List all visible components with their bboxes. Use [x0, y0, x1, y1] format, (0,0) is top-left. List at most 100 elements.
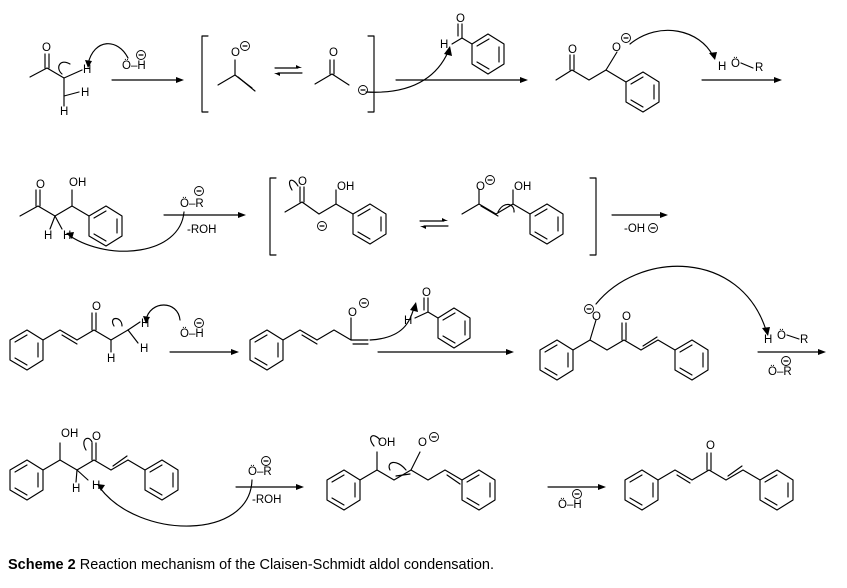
alkoxide-base-reagent-2: Ö–R	[768, 356, 792, 378]
atom-o: Ö	[777, 330, 786, 342]
atom-oh: OH	[514, 181, 531, 193]
alkoxide-base-reagent: Ö–R -ROH	[180, 186, 216, 236]
arrow-head-icon	[410, 302, 418, 312]
atom-o: O	[348, 307, 357, 319]
arrow-head-icon	[176, 77, 184, 83]
atom-o: O	[36, 179, 45, 191]
arrow-head-icon	[231, 349, 239, 355]
atom-o: O	[456, 13, 465, 25]
scheme-caption: Scheme 2 Reaction mechanism of the Clais…	[8, 557, 494, 573]
atom-h: H	[140, 343, 148, 355]
atom-h: H	[404, 315, 412, 327]
curved-arrow-icon	[629, 29, 714, 57]
arrow-head-icon	[709, 52, 717, 60]
dienolate-intermediate-2: OH O	[326, 432, 496, 511]
alkoxide-label: Ö–R	[180, 198, 204, 210]
atom-o: O	[706, 440, 715, 452]
atom-o: O	[92, 431, 101, 443]
arrow-head-icon	[774, 77, 782, 83]
acetone-molecule: O H H H	[29, 42, 91, 118]
atom-h: H	[44, 230, 52, 242]
curved-arrow-icon	[145, 304, 181, 321]
arrow-head-icon	[520, 77, 528, 83]
arrow-head-icon	[598, 484, 606, 490]
atom-h: H	[764, 334, 772, 346]
alkoxide-label: Ö–R	[768, 366, 792, 378]
atom-o: O	[42, 42, 51, 54]
atom-h: H	[440, 39, 448, 51]
atom-h: H	[718, 61, 726, 73]
curved-arrow-icon	[370, 435, 381, 447]
hydroxide-base-2: Ö–H	[180, 318, 204, 340]
curved-arrow-icon	[388, 461, 407, 471]
dienolate-intermediate: O	[249, 298, 369, 371]
atom-o: O	[231, 47, 240, 59]
curved-arrow-icon	[83, 437, 93, 451]
enolate-resonance-bracket-2: O OH O OH	[269, 175, 597, 256]
atom-o: O	[622, 311, 631, 323]
atom-o: O	[418, 437, 427, 449]
reaction-scheme: O H H H Ö–H O O H	[9, 13, 826, 527]
atom-h: H	[141, 318, 149, 330]
arrow-head-icon	[818, 349, 826, 355]
atom-o: O	[612, 42, 621, 54]
benzaldehyde-molecule-2: H O	[404, 287, 471, 349]
curved-arrow-icon	[497, 203, 515, 213]
benzalacetone-molecule: O H H H	[9, 301, 149, 371]
arrow-head-icon	[660, 212, 668, 218]
atom-o: O	[476, 181, 485, 193]
arrow-head-icon	[85, 60, 92, 68]
aldol-product: O OH H H	[19, 177, 123, 247]
hydroxide-base-3: Ö–H	[558, 489, 582, 511]
alkoxide-base-reagent-3: Ö–R -ROH	[248, 456, 281, 506]
benzaldehyde-molecule: H O	[440, 13, 505, 75]
curved-arrow-icon	[365, 51, 449, 93]
alcohol-proton-source-2: H Ö R	[764, 330, 808, 346]
atom-h: H	[63, 230, 71, 242]
atom-r: R	[800, 334, 808, 346]
arrow-head-icon	[296, 484, 304, 490]
atom-h: H	[60, 106, 68, 118]
arrow-head-icon	[444, 46, 452, 56]
atom-o: O	[298, 176, 307, 188]
atom-o: O	[568, 44, 577, 56]
curved-arrow-icon	[58, 61, 71, 75]
atom-oh: OH	[69, 177, 86, 189]
atom-oh: OH	[337, 181, 354, 193]
curved-arrow-icon	[99, 479, 253, 527]
curved-arrow-icon	[69, 211, 185, 252]
atom-h: H	[72, 483, 80, 495]
atom-oh: OH	[378, 437, 395, 449]
caption-text: Reaction mechanism of the Claisen-Schmid…	[79, 557, 495, 573]
leaving-group-label: -OH	[624, 223, 645, 235]
byproduct-label: -ROH	[187, 224, 216, 236]
atom-h: H	[107, 353, 115, 365]
arrow-head-icon	[762, 327, 770, 336]
hydroxide-base: Ö–H	[122, 50, 146, 72]
alkoxide-intermediate: O O	[555, 33, 660, 113]
curved-arrow-icon	[595, 265, 767, 331]
atom-o: O	[422, 287, 431, 299]
alkoxide-intermediate-2: O O	[539, 304, 709, 381]
curved-arrow-icon	[112, 317, 123, 327]
arrow-head-icon	[66, 232, 74, 239]
atom-h: H	[81, 87, 89, 99]
atom-o: O	[329, 47, 338, 59]
enolate-resonance-bracket: O O	[201, 35, 375, 113]
atom-oh: OH	[61, 428, 78, 440]
dibenzalacetone-product: O	[624, 440, 794, 511]
atom-o: O	[592, 311, 601, 323]
hydroxide-label: Ö–H	[558, 499, 582, 511]
arrow-head-icon	[506, 349, 514, 355]
arrow-head-icon	[97, 484, 105, 491]
hydroxide-label: Ö–H	[122, 60, 146, 72]
arrow-head-icon	[238, 212, 246, 218]
curved-arrow-icon	[87, 43, 129, 65]
alcohol-proton-source: H Ö R	[718, 58, 763, 74]
caption-label: Scheme 2	[8, 557, 76, 573]
arrow-head-icon	[143, 316, 150, 324]
atom-r: R	[755, 62, 763, 74]
hydroxide-label: Ö–H	[180, 328, 204, 340]
curved-arrow-icon	[288, 179, 299, 191]
curved-arrow-icon	[369, 307, 415, 341]
